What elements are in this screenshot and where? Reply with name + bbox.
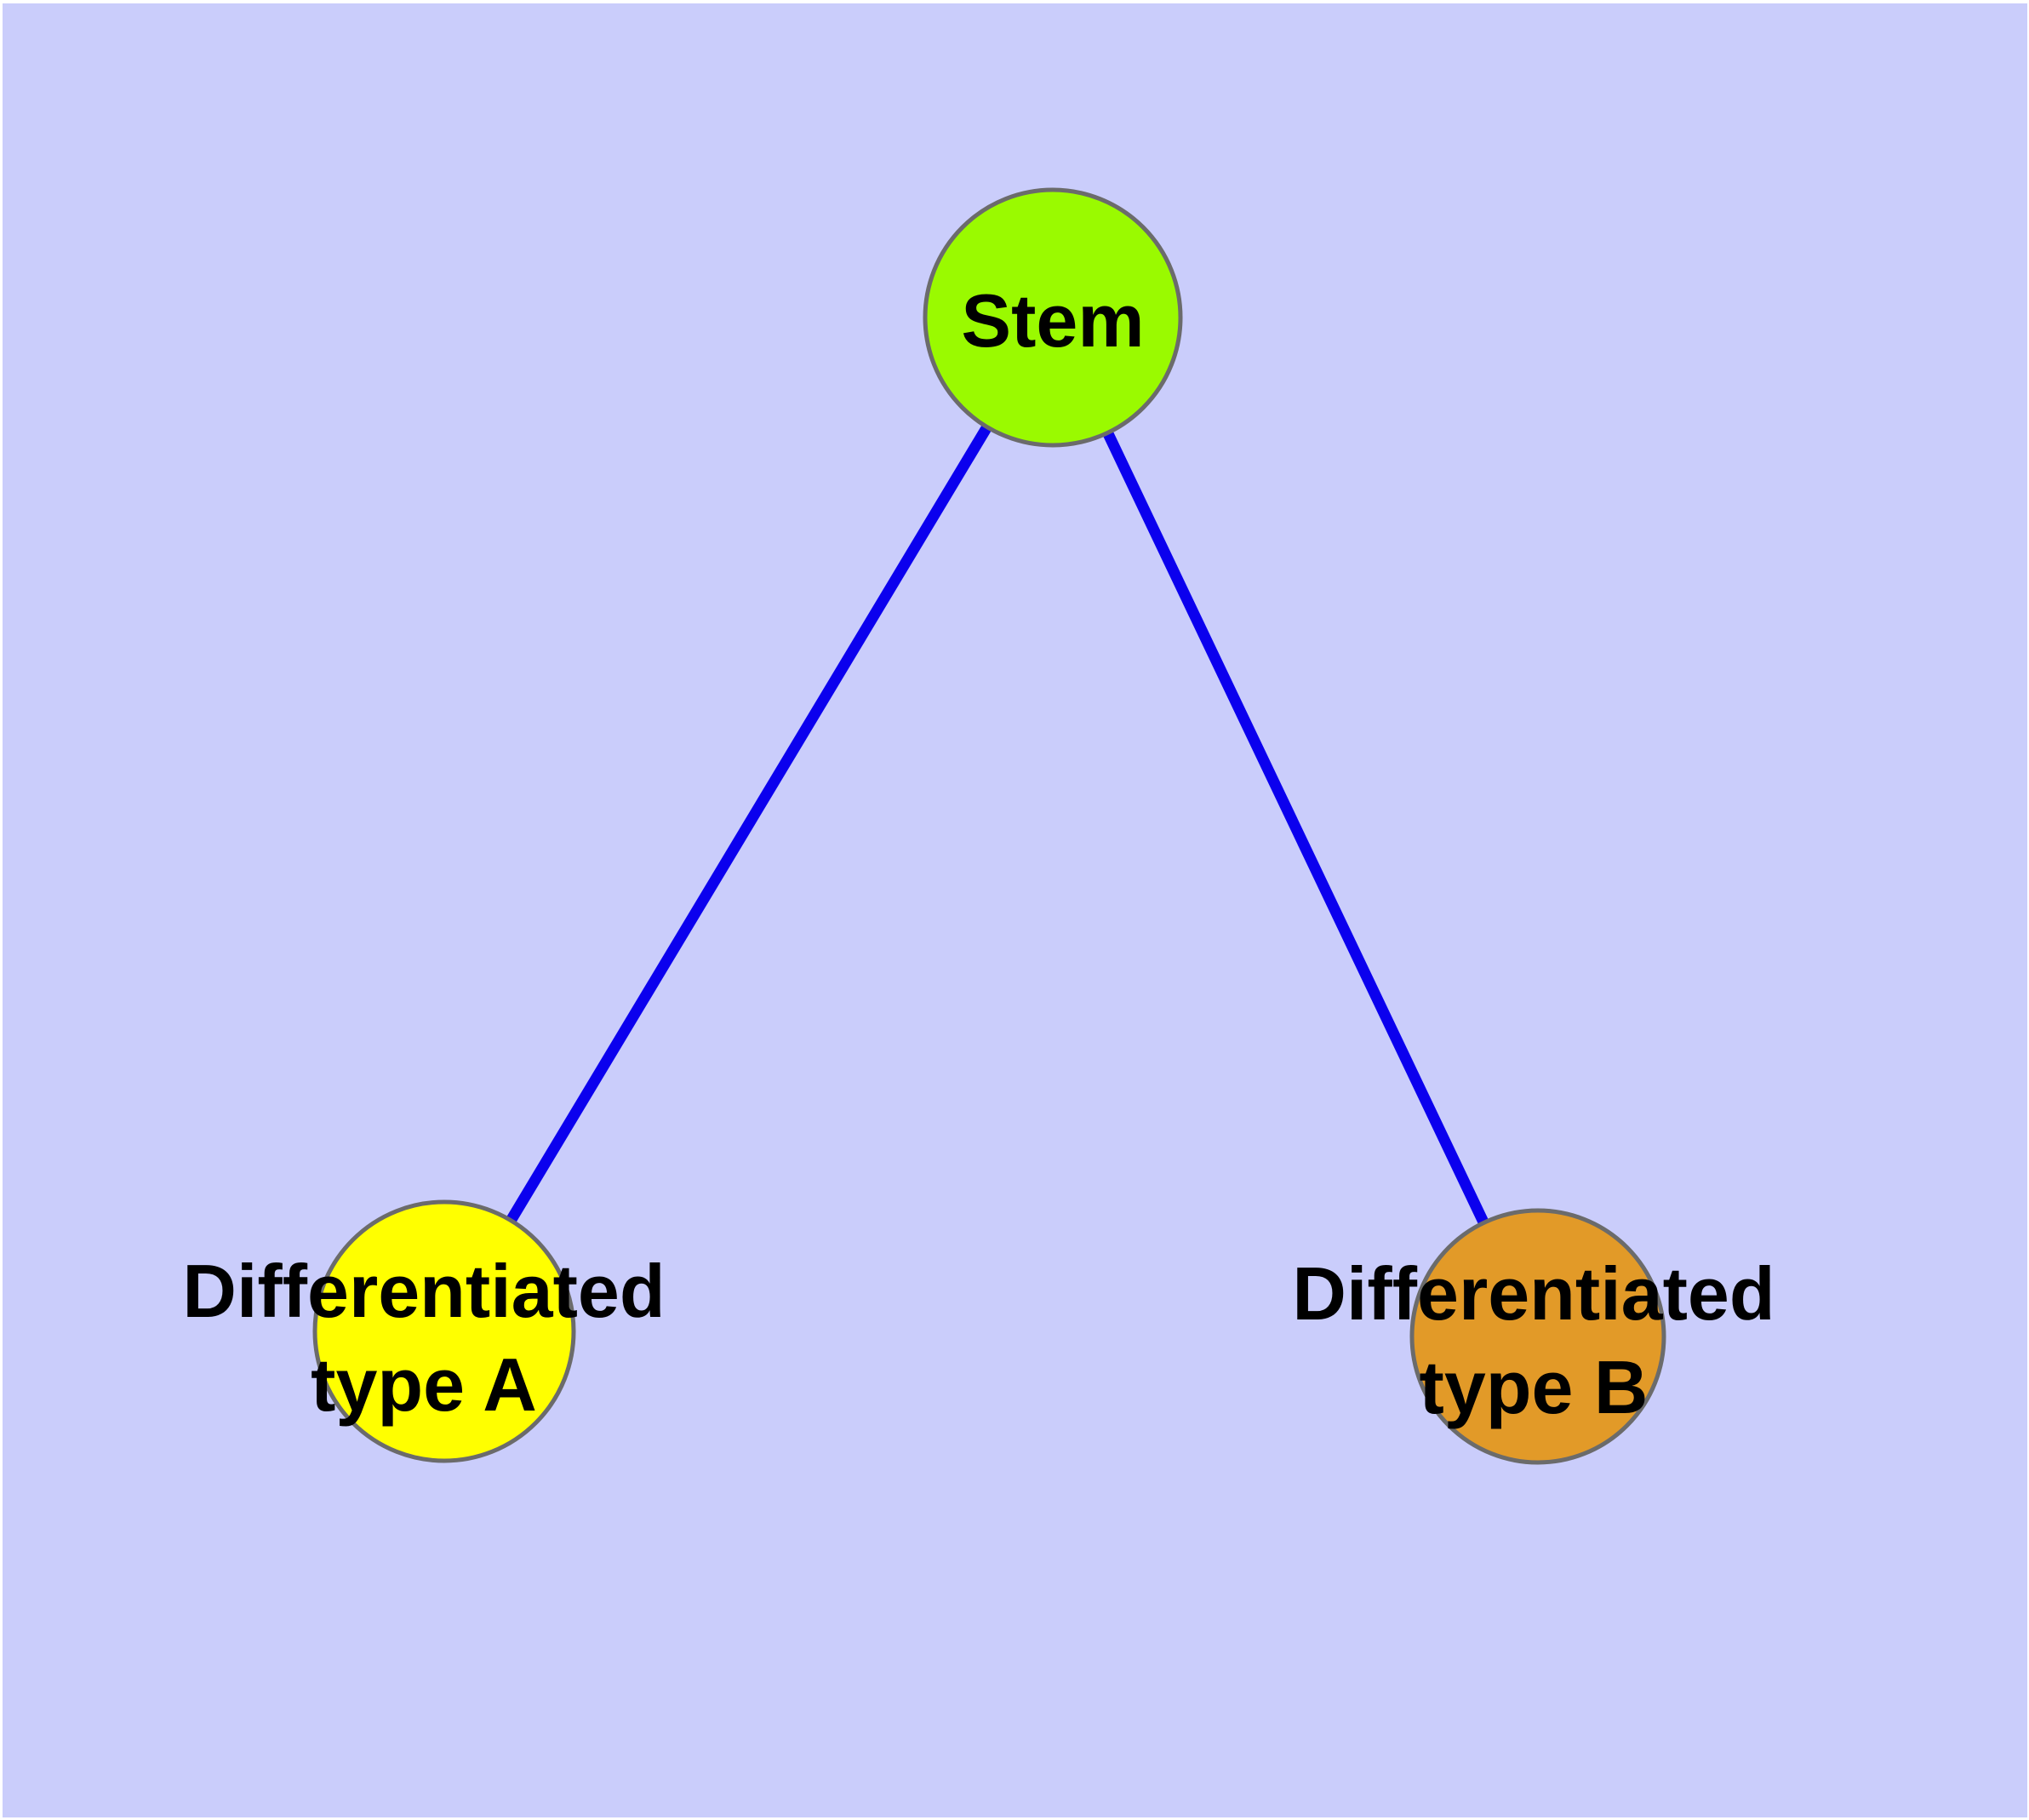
node-stem	[923, 187, 1183, 448]
node-type-b-label-line2: type B	[1420, 1345, 1649, 1429]
node-differentiated-type-a	[312, 1199, 576, 1463]
node-type-b-label-line1: Differentiated	[1292, 1251, 1775, 1336]
node-differentiated-type-b	[1409, 1208, 1666, 1465]
node-type-a-label-line2: type A	[311, 1342, 537, 1427]
edge-stem-to-type-b	[1048, 315, 1543, 1339]
node-stem-label: Stem	[961, 278, 1144, 363]
edge-stem-to-type-a	[439, 314, 1058, 1335]
node-type-a-label-line1: Differentiated	[182, 1249, 665, 1333]
